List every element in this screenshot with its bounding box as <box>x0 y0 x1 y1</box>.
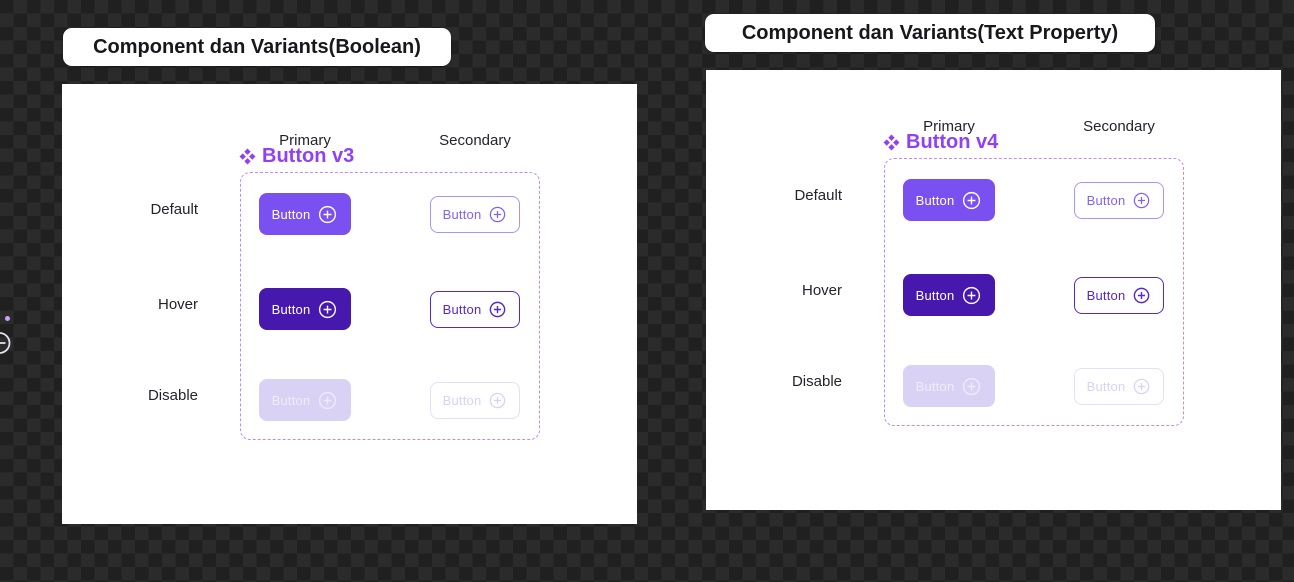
component-set-diamond-icon <box>883 134 900 151</box>
component-set-container[interactable] <box>240 172 540 440</box>
component-set-name: Button v3 <box>262 145 355 167</box>
button-secondary-default[interactable]: Button <box>1074 182 1164 219</box>
plus-circle-icon <box>490 392 506 409</box>
button-label: Button <box>442 302 482 317</box>
button-secondary-default[interactable]: Button <box>430 196 520 233</box>
button-secondary-disable[interactable]: Button <box>1074 368 1164 405</box>
button-primary-default[interactable]: Button <box>903 179 995 221</box>
plus-circle-icon <box>490 206 506 223</box>
frame-title: Component dan Variants(Text Property) <box>741 21 1119 44</box>
column-header-secondary: Secondary <box>1083 118 1155 135</box>
button-label: Button <box>442 207 482 222</box>
plus-circle-icon <box>1134 192 1150 209</box>
component-set-name: Button v4 <box>906 131 999 153</box>
component-set-label[interactable]: Button v3 <box>239 145 354 168</box>
frame-title: Component dan Variants(Boolean) <box>93 35 421 58</box>
row-label-hover: Hover <box>801 282 842 299</box>
purple-dot <box>5 316 10 321</box>
plus-circle-icon <box>319 205 337 223</box>
frame-title-badge-text-property[interactable]: Component dan Variants(Text Property) <box>705 14 1155 52</box>
plus-circle-icon <box>963 286 981 304</box>
button-label: Button <box>915 378 955 394</box>
plus-circle-icon <box>963 191 981 209</box>
plus-circle-icon <box>319 391 337 409</box>
column-header-primary: Primary <box>279 132 331 149</box>
button-secondary-hover[interactable]: Button <box>430 291 520 328</box>
frame-boolean: Primary Secondary Button v3 Default Hove… <box>62 84 637 524</box>
frame-title-badge-boolean[interactable]: Component dan Variants(Boolean) <box>63 28 451 66</box>
column-header-primary: Primary <box>923 118 975 135</box>
button-label: Button <box>442 393 482 408</box>
component-set-container[interactable] <box>884 158 1184 426</box>
button-label: Button <box>271 206 311 222</box>
row-label-default: Default <box>794 187 842 204</box>
button-label: Button <box>915 192 955 208</box>
button-label: Button <box>271 392 311 408</box>
frame-text-property: Primary Secondary Button v4 Default Hove… <box>706 70 1281 510</box>
button-primary-hover[interactable]: Button <box>259 288 351 330</box>
plus-circle-icon-clipped <box>0 332 11 354</box>
button-label: Button <box>271 301 311 317</box>
button-primary-disable[interactable]: Button <box>259 379 351 421</box>
plus-circle-icon <box>319 300 337 318</box>
button-label: Button <box>1086 288 1126 303</box>
button-primary-hover[interactable]: Button <box>903 274 995 316</box>
button-label: Button <box>1086 193 1126 208</box>
row-label-disable: Disable <box>147 387 198 404</box>
column-header-secondary: Secondary <box>439 132 511 149</box>
component-set-diamond-icon <box>239 148 256 165</box>
component-set-label[interactable]: Button v4 <box>883 131 998 154</box>
plus-circle-icon <box>1134 287 1150 304</box>
plus-circle-icon <box>963 377 981 395</box>
row-label-default: Default <box>150 201 198 218</box>
button-secondary-disable[interactable]: Button <box>430 382 520 419</box>
button-label: Button <box>915 287 955 303</box>
button-label: Button <box>1086 379 1126 394</box>
plus-circle-icon <box>1134 378 1150 395</box>
row-label-hover: Hover <box>157 296 198 313</box>
button-primary-default[interactable]: Button <box>259 193 351 235</box>
row-label-disable: Disable <box>791 373 842 390</box>
button-primary-disable[interactable]: Button <box>903 365 995 407</box>
plus-circle-icon <box>490 301 506 318</box>
button-secondary-hover[interactable]: Button <box>1074 277 1164 314</box>
